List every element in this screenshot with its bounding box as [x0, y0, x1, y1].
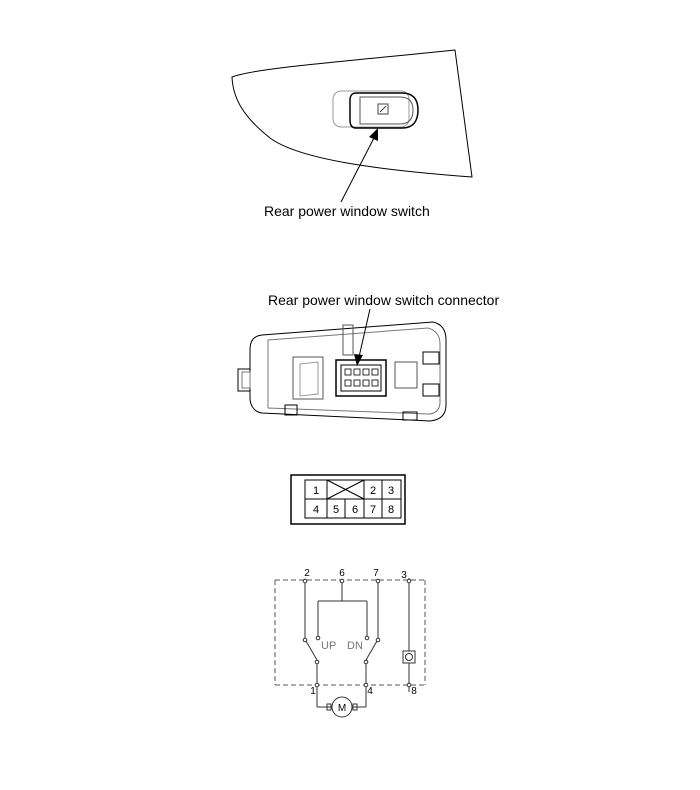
connector-pinout: 1 2 3 4 5 6 7 8 — [290, 474, 406, 525]
terminal-7: 7 — [373, 568, 379, 579]
terminal-8: 8 — [411, 686, 417, 697]
pin-4: 4 — [313, 504, 319, 516]
terminal-4: 4 — [367, 686, 373, 697]
switch-label: Rear power window switch — [264, 203, 430, 219]
rear-power-window-switch — [332, 90, 419, 129]
connector-pointer-arrow — [354, 308, 371, 366]
terminal-1: 1 — [310, 686, 316, 697]
down-label: DN — [347, 640, 363, 652]
pin-1: 1 — [313, 485, 319, 497]
switch-housing-back — [237, 321, 447, 422]
terminal-6: 6 — [339, 568, 345, 579]
pin-7: 7 — [370, 504, 376, 516]
pin-6: 6 — [352, 504, 358, 516]
illumination-lamp-icon — [402, 650, 416, 664]
up-label: UP — [321, 640, 336, 652]
pin-2: 2 — [370, 485, 376, 497]
pin-5: 5 — [333, 504, 339, 516]
switch-connector — [335, 359, 387, 397]
door-trim-panel — [231, 49, 473, 178]
terminal-3: 3 — [401, 570, 407, 581]
motor-icon — [331, 696, 353, 718]
circuit-schematic — [274, 578, 426, 718]
switch-pointer-arrow — [340, 128, 378, 203]
connector-label: Rear power window switch connector — [268, 292, 499, 308]
pin-8: 8 — [388, 504, 394, 516]
motor-label: M — [338, 703, 346, 714]
pin-3: 3 — [388, 485, 394, 497]
terminal-2: 2 — [304, 568, 310, 579]
schematic-labels: 2 6 7 3 1 4 8 UP DN M — [304, 568, 417, 714]
